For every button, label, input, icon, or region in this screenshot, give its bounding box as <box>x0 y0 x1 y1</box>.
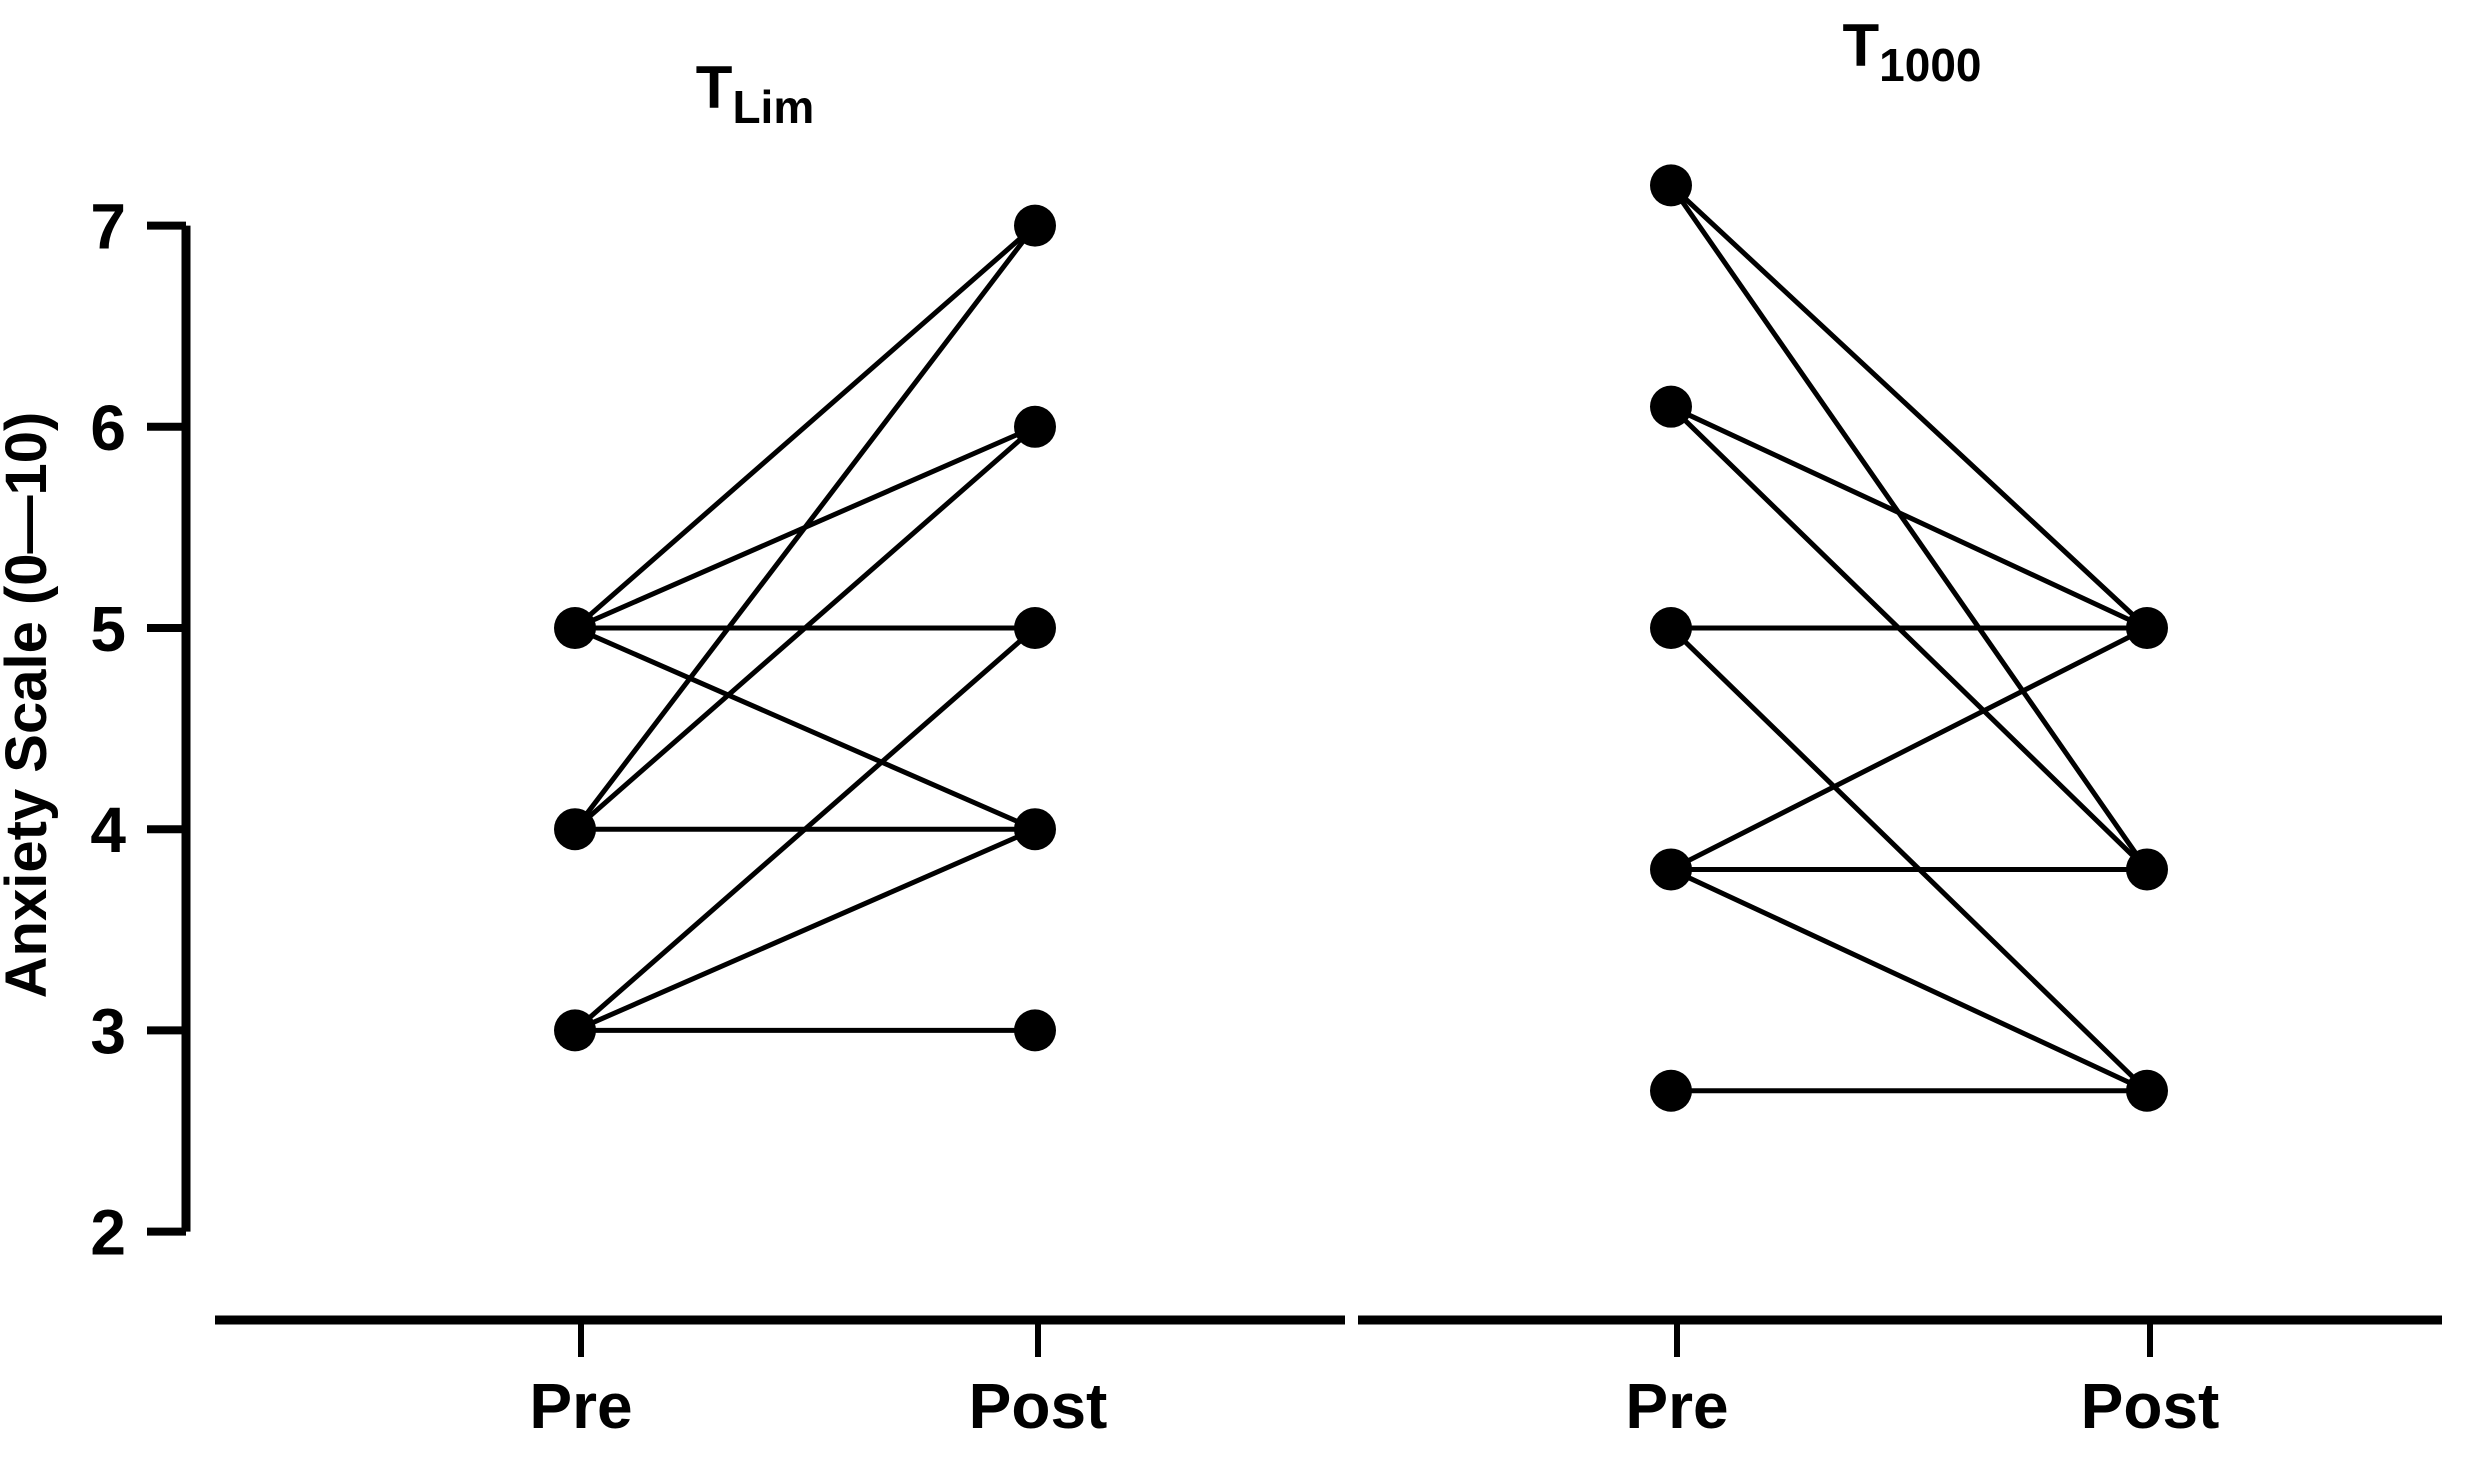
y-tick-label: 6 <box>90 392 126 464</box>
connector-line <box>573 424 1037 832</box>
panel-title-base: T <box>696 54 733 121</box>
data-point-post <box>2126 607 2168 649</box>
data-point-pre <box>554 808 596 851</box>
category-label: Pre <box>529 1370 632 1442</box>
connector-line <box>1668 183 2150 871</box>
data-point-pre <box>554 607 596 649</box>
data-point-post <box>2126 1069 2168 1112</box>
connector-line <box>573 626 1037 1033</box>
data-point-pre <box>554 1009 596 1052</box>
connector-line <box>573 223 1037 630</box>
y-axis-title: Anxiety Scale (0—10) <box>0 412 59 999</box>
data-point-post <box>1014 405 1056 448</box>
data-point-post <box>2126 848 2168 891</box>
data-point-post <box>1014 808 1056 851</box>
connector-line <box>1669 626 2149 1093</box>
data-point-post <box>1014 204 1056 247</box>
y-tick-label: 5 <box>90 593 126 665</box>
y-tick-label: 4 <box>90 794 126 866</box>
data-point-pre <box>1650 1069 1692 1112</box>
connector-line <box>573 826 1037 1033</box>
data-point-pre <box>1650 385 1692 428</box>
connector-line <box>1669 183 2149 630</box>
connector-line <box>573 625 1037 832</box>
category-label: Post <box>2081 1370 2220 1442</box>
y-tick-label: 3 <box>90 995 126 1067</box>
panel-title: TLim <box>696 54 814 133</box>
y-tick-label: 7 <box>90 191 126 263</box>
connector-line <box>1669 625 2149 872</box>
panel-title-subscript: 1000 <box>1879 39 1981 91</box>
data-point-post <box>1014 1009 1056 1052</box>
data-point-pre <box>1650 607 1692 649</box>
data-point-pre <box>1650 848 1692 891</box>
panel-title-subscript: Lim <box>732 81 814 133</box>
connector-line <box>573 224 1037 831</box>
connector-line <box>1669 404 2149 872</box>
data-point-pre <box>1650 164 1692 207</box>
category-label: Post <box>969 1370 1108 1442</box>
panel-title-base: T <box>1843 12 1880 79</box>
category-label: Pre <box>1625 1370 1728 1442</box>
y-tick-label: 2 <box>90 1197 126 1269</box>
data-point-post <box>1014 607 1056 649</box>
connector-line <box>1669 867 2149 1094</box>
connector-line <box>1669 404 2149 631</box>
panel-title: T1000 <box>1843 12 1982 91</box>
